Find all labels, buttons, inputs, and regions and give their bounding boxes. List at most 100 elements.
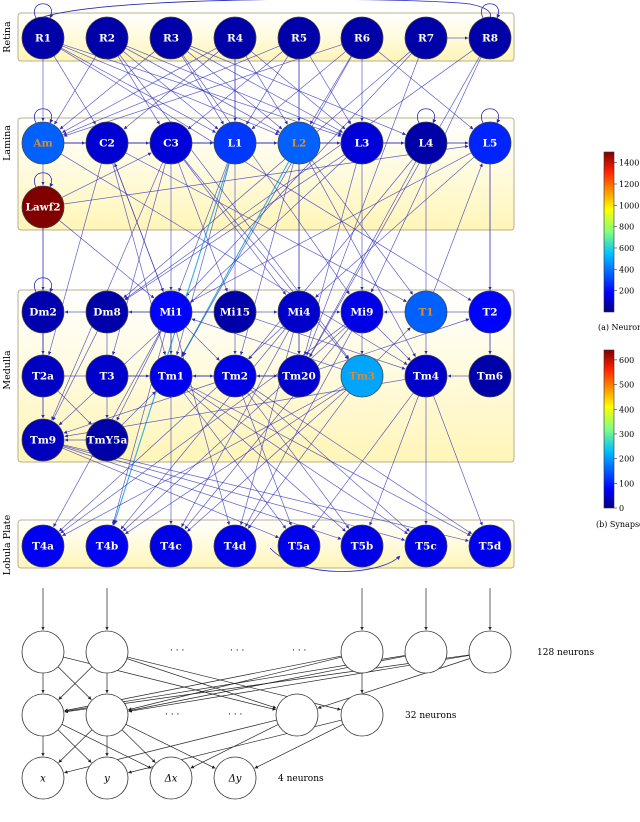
colorbar-neurons-tick-label: 800 bbox=[619, 223, 634, 232]
neuron-circle bbox=[468, 354, 512, 398]
neuron-label: L4 bbox=[419, 138, 434, 150]
edge bbox=[306, 57, 419, 356]
neuron-l2: L2 bbox=[277, 121, 321, 165]
colorbar-synapses-tick-label: 400 bbox=[619, 405, 634, 414]
neuron-t1: T1 bbox=[404, 290, 448, 334]
neuron-circle bbox=[21, 16, 65, 60]
edge bbox=[63, 45, 280, 136]
neuron-label: L3 bbox=[355, 138, 370, 150]
colorbar-neurons-tick-label: 1200 bbox=[619, 180, 639, 189]
ann-edge bbox=[61, 723, 152, 769]
neuron-label: L1 bbox=[228, 138, 243, 150]
self-loop-edge bbox=[481, 108, 501, 124]
neuron-tmy5a: TmY5a bbox=[85, 418, 129, 462]
neuron-circle bbox=[468, 524, 512, 568]
neuron-circle bbox=[85, 524, 129, 568]
edge bbox=[184, 159, 349, 360]
colorbar-neurons-tick-label: 1400 bbox=[619, 159, 639, 168]
edge bbox=[62, 47, 217, 133]
neuron-tm20: Tm20 bbox=[277, 354, 321, 398]
neuron-c2: C2 bbox=[85, 121, 129, 165]
neuron-label: R8 bbox=[482, 33, 498, 45]
neuron-t5d: T5d bbox=[468, 524, 512, 568]
edge bbox=[245, 330, 353, 527]
neuron-circle bbox=[340, 524, 384, 568]
neuron-circle bbox=[468, 121, 512, 165]
neuron-label: T4c bbox=[160, 541, 182, 553]
colorbar-neurons-tick-label: 1000 bbox=[619, 201, 639, 210]
self-loop-edge bbox=[34, 277, 54, 293]
edge bbox=[184, 328, 349, 530]
ann-edge bbox=[126, 658, 277, 709]
neuron-label: R7 bbox=[418, 33, 434, 45]
ann-neuron-1 bbox=[340, 630, 384, 674]
ann-edge bbox=[121, 729, 156, 763]
region-label-retina: Retina bbox=[2, 21, 13, 53]
ann-neuron-3 bbox=[21, 756, 65, 800]
neuron-tm1: Tm1 bbox=[149, 354, 193, 398]
edge bbox=[190, 152, 472, 303]
colorbar-synapses-tick-label: 200 bbox=[619, 455, 634, 464]
ann-neuron-1 bbox=[21, 630, 65, 674]
neuron-circle bbox=[404, 121, 448, 165]
neuron-circle bbox=[277, 16, 321, 60]
edge bbox=[246, 55, 289, 125]
neuron-label: Mi4 bbox=[288, 307, 311, 319]
edge bbox=[433, 395, 483, 526]
colorbar-neurons-tick-label: 200 bbox=[619, 287, 634, 296]
ann-output-label: y bbox=[103, 774, 110, 785]
edge bbox=[59, 220, 155, 299]
edge bbox=[54, 55, 97, 125]
ann-edge bbox=[64, 654, 470, 714]
neuron-circle bbox=[21, 524, 65, 568]
edge bbox=[178, 162, 228, 292]
neuron-circle bbox=[21, 354, 65, 398]
edge bbox=[59, 51, 155, 130]
edge bbox=[254, 318, 406, 370]
neuron-label: Tm6 bbox=[477, 371, 503, 383]
self-loop-edge bbox=[481, 3, 501, 19]
neuron-tm6: Tm6 bbox=[468, 354, 512, 398]
ann-output-label: x bbox=[40, 774, 46, 785]
neuron-r4: R4 bbox=[213, 16, 257, 60]
neuron-mi4: Mi4 bbox=[277, 290, 321, 334]
edge bbox=[185, 326, 220, 361]
neuron-t3: T3 bbox=[85, 354, 129, 398]
ann-edge bbox=[254, 724, 344, 769]
neuron-label: L5 bbox=[483, 138, 498, 150]
neuron-label: Tm9 bbox=[30, 435, 56, 447]
neuron-circle bbox=[340, 16, 384, 60]
edge bbox=[310, 55, 352, 125]
neuron-r6: R6 bbox=[340, 16, 384, 60]
neuron-c3: C3 bbox=[149, 121, 193, 165]
self-loop-edge bbox=[417, 108, 437, 124]
edge bbox=[60, 153, 408, 365]
ann-layer-label-hidden2: 32 neurons bbox=[405, 711, 457, 721]
neuron-circle bbox=[85, 418, 129, 462]
edge bbox=[125, 152, 407, 303]
neuron-label: R2 bbox=[99, 33, 115, 45]
neuron-r3: R3 bbox=[149, 16, 193, 60]
ann-neuron-1 bbox=[468, 630, 512, 674]
neuron-circle bbox=[85, 121, 129, 165]
neuron-label: T2a bbox=[32, 371, 54, 383]
neuron-t2a: T2a bbox=[21, 354, 65, 398]
neuron-label: T5d bbox=[479, 541, 502, 553]
self-loop-edge bbox=[34, 108, 54, 124]
edge bbox=[309, 161, 417, 357]
neuron-circle bbox=[149, 290, 193, 334]
neuron-label: Mi1 bbox=[160, 307, 183, 319]
edge bbox=[116, 330, 162, 421]
neuron-label: T4d bbox=[224, 541, 247, 553]
edge bbox=[57, 390, 92, 425]
edge bbox=[181, 56, 352, 358]
neuron-circle bbox=[277, 524, 321, 568]
edge bbox=[191, 318, 343, 370]
self-loop-edge bbox=[34, 3, 54, 19]
neuron-r1: R1 bbox=[21, 16, 65, 60]
edge bbox=[61, 152, 152, 198]
edge bbox=[126, 45, 342, 136]
neuron-circle bbox=[85, 16, 129, 60]
neuron-label: R4 bbox=[227, 33, 243, 45]
